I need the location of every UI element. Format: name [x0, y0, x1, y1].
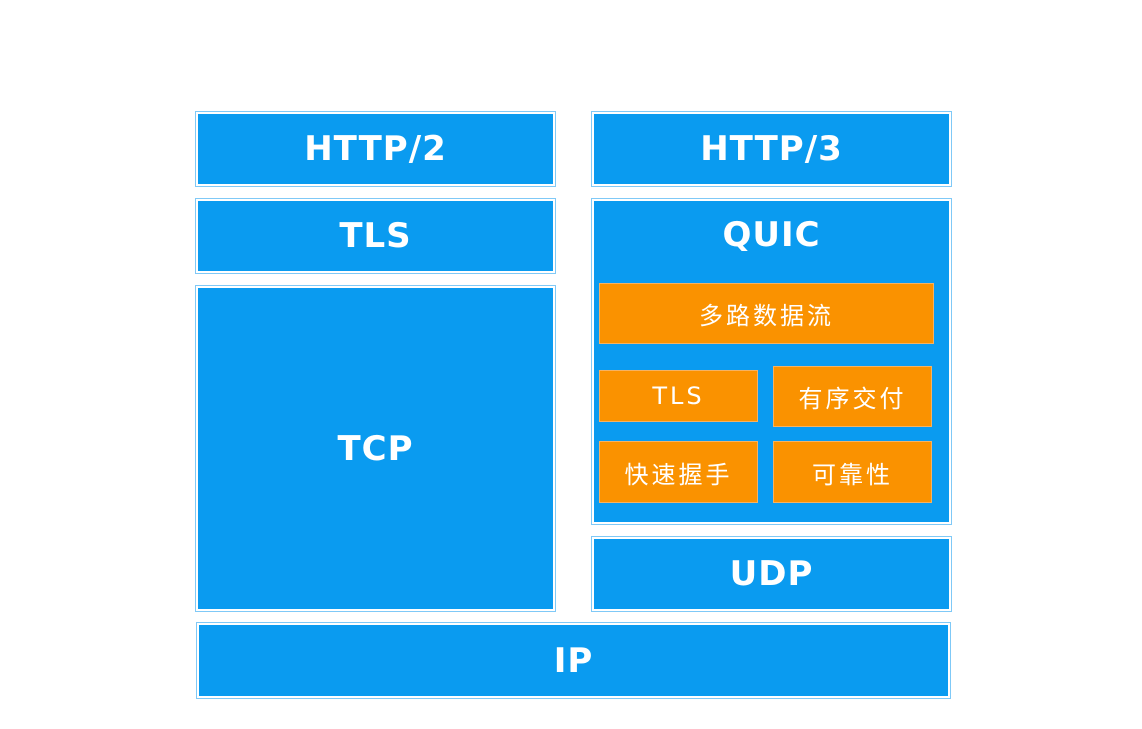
- tls-layer-left: TLS: [195, 198, 556, 274]
- http3-label: HTTP/3: [700, 129, 843, 169]
- ordered-delivery-box: 有序交付: [773, 366, 932, 427]
- quic-tls-label: TLS: [652, 382, 705, 410]
- fast-handshake-label: 快速握手: [624, 460, 733, 489]
- tcp-label: TCP: [337, 428, 414, 469]
- quic-label: QUIC: [722, 215, 821, 255]
- http3-layer: HTTP/3: [591, 111, 952, 187]
- udp-layer: UDP: [591, 536, 952, 612]
- reliability-label: 可靠性: [812, 460, 893, 489]
- ip-layer: IP: [196, 622, 951, 699]
- multiplexed-streams-box: 多路数据流: [599, 283, 934, 344]
- quic-tls-box: TLS: [599, 370, 758, 422]
- tls-label-left: TLS: [339, 216, 412, 256]
- ordered-delivery-label: 有序交付: [798, 385, 907, 413]
- http2-label: HTTP/2: [304, 129, 447, 169]
- tcp-layer: TCP: [195, 285, 556, 612]
- fast-handshake-box: 快速握手: [599, 441, 758, 503]
- http2-layer: HTTP/2: [195, 111, 556, 187]
- udp-label: UDP: [729, 554, 814, 594]
- multiplexed-streams-label: 多路数据流: [699, 302, 834, 330]
- reliability-box: 可靠性: [773, 441, 932, 503]
- ip-label: IP: [553, 640, 594, 681]
